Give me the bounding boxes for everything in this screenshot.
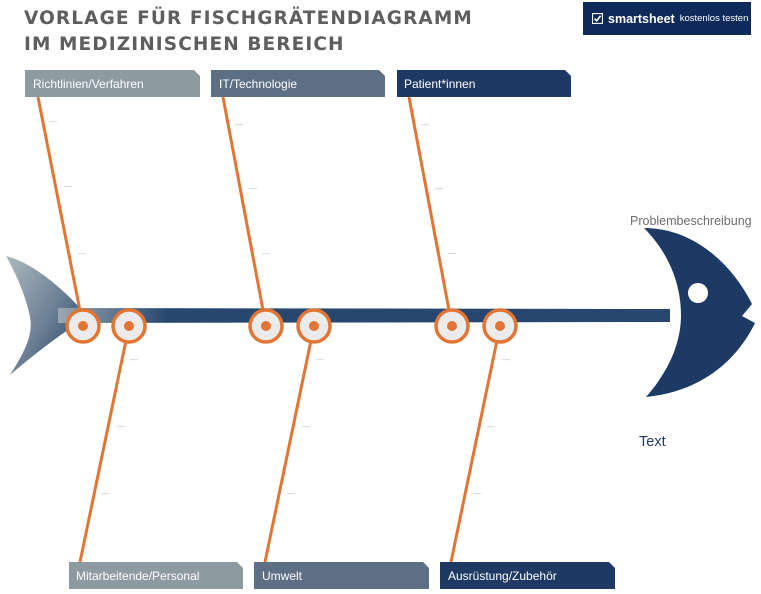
- sub-cause-placeholder: —: [130, 355, 138, 364]
- sub-cause-placeholder: —: [262, 249, 270, 258]
- bone-top-1: [36, 96, 85, 327]
- sub-cause-placeholder: —: [421, 120, 429, 129]
- category-label-bottom-3: Ausrüstung/Zubehör: [448, 569, 557, 583]
- junction-node: [65, 308, 101, 344]
- category-box-top-2: [211, 70, 385, 97]
- fish-head: [644, 228, 755, 397]
- sub-cause-placeholder: —: [78, 249, 86, 258]
- bone-bottom-3: [449, 325, 502, 563]
- category-label-bottom-1: Mitarbeitende/Personal: [76, 569, 199, 583]
- sub-cause-placeholder: —: [287, 489, 295, 498]
- sub-cause-placeholder: —: [117, 422, 125, 431]
- category-label-top-1: Richtlinien/Verfahren: [33, 77, 144, 91]
- smartsheet-logo-button[interactable]: smartsheet kostenlos testen: [583, 2, 751, 35]
- category-box-top-1: [25, 70, 200, 97]
- problem-label: Problembeschreibung: [630, 214, 752, 228]
- category-label-top-2: IT/Technologie: [219, 77, 297, 91]
- sub-cause-placeholder: —: [473, 489, 481, 498]
- junction-node: [248, 308, 284, 344]
- logo-cta: kostenlos testen: [679, 13, 749, 24]
- sub-cause-placeholder: —: [49, 117, 57, 126]
- sub-cause-placeholder: —: [435, 184, 443, 193]
- fish-eye: [688, 283, 708, 303]
- sub-cause-placeholder: —: [64, 182, 72, 191]
- category-label-top-3: Patient*innen: [404, 77, 475, 91]
- junction-node: [296, 308, 332, 344]
- title-line-2: IM MEDIZINISCHEN BEREICH: [24, 34, 345, 55]
- sub-cause-placeholder: —: [101, 489, 109, 498]
- category-box-bottom-1: [69, 562, 243, 589]
- problem-text: Text: [639, 434, 666, 450]
- page-title: VORLAGE FÜR FISCHGRÄTENDIAGRAMM IM MEDIZ…: [24, 6, 473, 58]
- junction-node: [434, 308, 470, 344]
- title-line-1: VORLAGE FÜR FISCHGRÄTENDIAGRAMM: [24, 8, 473, 29]
- fish-tail: [6, 256, 80, 375]
- sub-cause-placeholder: —: [235, 120, 243, 129]
- fish-spine: [58, 308, 670, 323]
- category-box-bottom-2: [254, 562, 429, 589]
- sub-cause-placeholder: —: [249, 184, 257, 193]
- category-box-top-3: [397, 70, 571, 97]
- bone-top-3: [407, 96, 454, 327]
- sub-cause-placeholder: —: [487, 422, 495, 431]
- category-label-bottom-2: Umwelt: [262, 569, 303, 583]
- sub-cause-placeholder: —: [448, 249, 456, 258]
- bone-top-2: [221, 96, 268, 327]
- logo-brand: smartsheet: [608, 11, 675, 26]
- sub-cause-placeholder: —: [316, 355, 324, 364]
- bone-bottom-1: [78, 325, 131, 563]
- category-box-bottom-3: [440, 562, 615, 589]
- junction-node: [482, 308, 518, 344]
- bone-bottom-2: [263, 325, 316, 563]
- junction-node: [111, 308, 147, 344]
- sub-cause-placeholder: —: [302, 422, 310, 431]
- checkmark-icon: [592, 13, 603, 24]
- sub-cause-placeholder: —: [502, 355, 510, 364]
